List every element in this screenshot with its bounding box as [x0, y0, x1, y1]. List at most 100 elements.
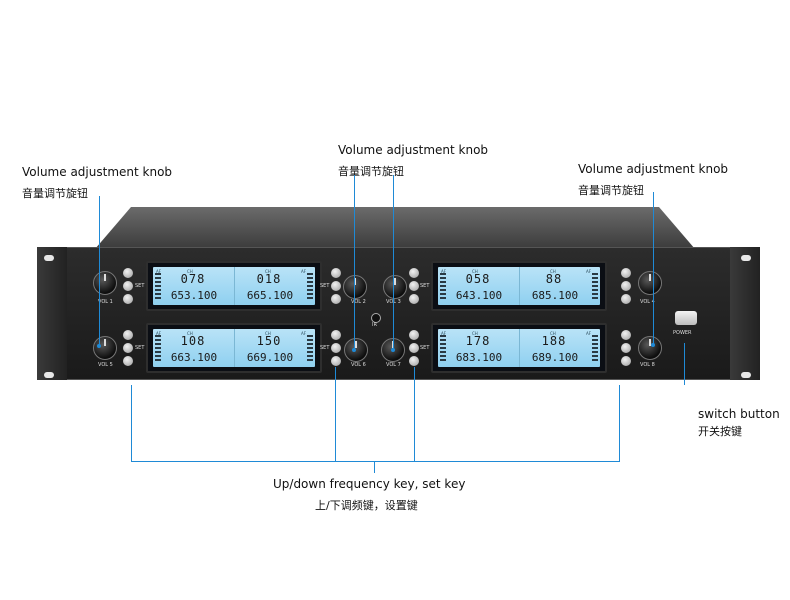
frequency-readout: 685.100: [531, 289, 579, 302]
lcd-display-1-2: AF CH 078 653.100 CH AF 018 665.100: [146, 261, 322, 311]
lcd-channel-1: AF CH 078 653.100: [153, 267, 234, 305]
af-label: AF: [586, 331, 592, 336]
af-label: AF: [441, 331, 447, 336]
lcd-channel-4: CH AF 88 685.100: [519, 267, 601, 305]
set-button[interactable]: [123, 343, 133, 353]
af-meter: [155, 335, 161, 361]
set-button[interactable]: [331, 281, 341, 291]
leader-dot: [651, 343, 655, 347]
leader-line: [393, 175, 394, 350]
leader-dot: [352, 348, 356, 352]
set-button[interactable]: [331, 343, 341, 353]
leader-line: [619, 385, 620, 462]
up-button[interactable]: [123, 330, 133, 340]
af-meter: [307, 335, 313, 361]
ir-label: IR: [372, 322, 377, 328]
power-button[interactable]: [675, 311, 697, 325]
leader-line: [684, 343, 685, 385]
set-button[interactable]: [621, 343, 631, 353]
callout-en: switch button: [698, 407, 780, 421]
up-button[interactable]: [123, 268, 133, 278]
up-button[interactable]: [621, 268, 631, 278]
volume-knob-2[interactable]: [343, 275, 367, 299]
rack-hole: [741, 372, 751, 378]
volume-knob-3[interactable]: [383, 275, 407, 299]
channel-number: 188: [541, 334, 567, 348]
up-button[interactable]: [331, 330, 341, 340]
lcd-channel-8: CH AF 188 689.100: [519, 329, 601, 367]
down-button[interactable]: [123, 356, 133, 366]
down-button[interactable]: [331, 356, 341, 366]
set-button[interactable]: [409, 281, 419, 291]
set-label: SET: [320, 283, 330, 289]
callout-zh: 上/下调频键，设置键: [315, 499, 418, 512]
lcd-channel-3: AF CH 058 643.100: [438, 267, 519, 305]
power-label: POWER: [673, 330, 692, 336]
up-button[interactable]: [621, 330, 631, 340]
af-meter: [307, 273, 313, 299]
down-button[interactable]: [331, 294, 341, 304]
vol-label: VOL 7: [386, 362, 401, 368]
up-button[interactable]: [409, 268, 419, 278]
vol-label: VOL 6: [351, 362, 366, 368]
leader-line: [335, 367, 336, 462]
vol-label: VOL 2: [351, 299, 366, 305]
lcd-panel: AF CH 178 683.100 CH AF 188 689.100: [438, 329, 600, 367]
down-button[interactable]: [621, 294, 631, 304]
leader-line: [374, 461, 375, 473]
vol-label: VOL 1: [98, 299, 113, 305]
rack-hole: [44, 372, 54, 378]
up-button[interactable]: [409, 330, 419, 340]
rack-ear-right: [730, 247, 760, 380]
leader-dot: [391, 348, 395, 352]
set-button[interactable]: [123, 281, 133, 291]
frequency-readout: 683.100: [455, 351, 503, 364]
volume-knob-6[interactable]: [344, 338, 368, 362]
af-meter: [440, 335, 446, 361]
ch-label: CH: [472, 269, 478, 274]
set-button[interactable]: [621, 281, 631, 291]
up-button[interactable]: [331, 268, 341, 278]
af-label: AF: [156, 269, 162, 274]
vol-label: VOL 4: [640, 299, 655, 305]
lcd-channel-5: AF CH 108 663.100: [153, 329, 234, 367]
volume-knob-4[interactable]: [638, 271, 662, 295]
callout-en: Volume adjustment knob: [578, 162, 729, 176]
down-button[interactable]: [123, 294, 133, 304]
set-label: SET: [420, 345, 430, 351]
lcd-channel-6: CH AF 150 669.100: [234, 329, 316, 367]
af-meter: [592, 335, 598, 361]
ch-label: CH: [265, 269, 271, 274]
callout-zh: 音量调节旋钮: [578, 184, 644, 197]
callout-zh: 开关按键: [698, 425, 742, 438]
ch-label: CH: [472, 331, 478, 336]
down-button[interactable]: [409, 294, 419, 304]
lcd-panel: AF CH 058 643.100 CH AF 88 685.100: [438, 267, 600, 305]
channel-number: 078: [180, 272, 206, 286]
down-button[interactable]: [409, 356, 419, 366]
channel-number: 108: [180, 334, 206, 348]
lcd-panel: AF CH 078 653.100 CH AF 018 665.100: [153, 267, 315, 305]
callout-volume-knob-right: Volume adjustment knob 音量调节旋钮: [578, 161, 728, 199]
channel-number: 178: [465, 334, 491, 348]
set-label: SET: [135, 283, 145, 289]
volume-knob-5[interactable]: [93, 336, 117, 360]
volume-knob-8[interactable]: [638, 336, 662, 360]
callout-zh: 音量调节旋钮: [22, 187, 88, 200]
rack-hole: [741, 255, 751, 261]
lcd-channel-2: CH AF 018 665.100: [234, 267, 316, 305]
af-label: AF: [156, 331, 162, 336]
af-label: AF: [441, 269, 447, 274]
lcd-display-5-6: AF CH 108 663.100 CH AF 150 669.100: [146, 323, 322, 373]
leader-line: [414, 367, 415, 462]
leader-dot: [97, 344, 101, 348]
callout-frequency-set-key: Up/down frequency key, set key 上/下调频键，设置…: [273, 476, 465, 514]
channel-number: 018: [256, 272, 282, 286]
volume-knob-1[interactable]: [93, 271, 117, 295]
down-button[interactable]: [621, 356, 631, 366]
lcd-display-7-8: AF CH 178 683.100 CH AF 188 689.100: [431, 323, 607, 373]
af-meter: [592, 273, 598, 299]
rack-hole: [44, 255, 54, 261]
set-button[interactable]: [409, 343, 419, 353]
leader-line: [131, 385, 132, 462]
